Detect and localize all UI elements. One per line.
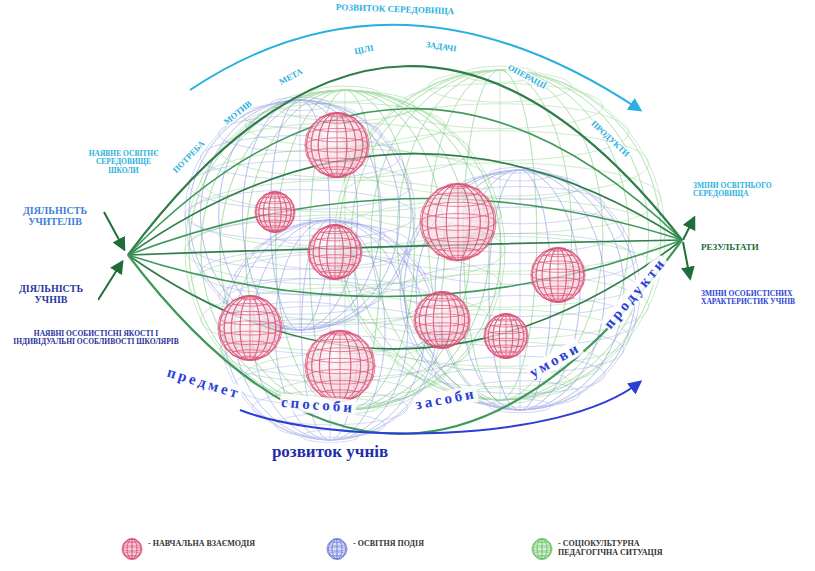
arc-label: засоби [413,385,479,413]
development-arrow [240,382,640,434]
spindle-arc [128,154,682,255]
spindle-arc [128,198,682,255]
legend-swatch [120,537,144,561]
arc-label: ЦІЛІ [352,43,375,57]
arc-label: ПРОДУКТИ [588,118,631,159]
wire-sphere [305,330,375,401]
side-label: ЗМІНИ ОСОБИСТІСНИХ ХАРАКТЕРИСТИК УЧНІВ [700,290,812,307]
spindle-arc [128,109,682,255]
spindle-arc [128,240,682,349]
spindle-arc [128,66,682,255]
wire-sphere [531,247,585,302]
wire-sphere [420,183,496,260]
wire-sphere [255,192,295,233]
spindle-arc [128,240,682,434]
legend-item: - ОСВІТНЯ ПОДІЯ [325,536,475,562]
interaction-spheres [218,112,585,401]
arc-label: ОПЕРАЦІЇ [505,62,548,91]
spindle-arc [128,240,682,255]
arc-label: МОТИВ [221,99,254,128]
side-label: НАЯВНЕ ОСВІТНЄ СЕРЕДОВИЩЕ ШКОЛИ [80,150,167,175]
wire-sphere [185,97,415,332]
arc-label: умови [526,338,585,381]
arc-label: способи [280,393,357,416]
wire-sphere [484,314,528,359]
wire-sphere [218,295,282,360]
spindle-arcs [128,66,682,434]
side-label: ДІЯЛЬНІСТЬ УЧНІВ [4,283,98,305]
arc-label: МЕТА [277,66,305,87]
legend-item: - СОЦІОКУЛЬТУРНА ПЕДАГОГІЧНА СИТУАЦІЯ [530,536,700,562]
arc-label: ЗАДАЧІ [424,40,458,54]
side-label: ЗМІНИ ОСВІТНЬОГО СЕРЕДОВИЩА [692,182,812,199]
arc-label: предмет [165,363,245,402]
legend-swatch [325,537,349,561]
wire-sphere [305,112,369,177]
legend-text: - СОЦІОКУЛЬТУРНА ПЕДАГОГІЧНА СИТУАЦІЯ [558,539,688,557]
legend-text: - НАВЧАЛЬНА ВЗАЄМОДІЯ [148,539,258,548]
input-arrows [98,212,694,300]
legend-swatch [530,537,554,561]
spindle-arc [128,240,682,297]
arc-label: продукти [600,253,670,332]
legend-text: - ОСВІТНЯ ПОДІЯ [353,539,463,548]
word-guide [138,45,672,215]
heading-label: розвиток учнів [271,443,389,462]
wire-sphere [308,224,362,279]
wire-sphere [414,291,470,348]
side-label: НАЯВНІ ОСОБИСТІСНІ ЯКОСТІ І ІНДИВІДУАЛЬН… [10,330,182,347]
legend-item: - НАВЧАЛЬНА ВЗАЄМОДІЯ [120,536,270,562]
word-guide [150,245,668,406]
environment-arrow [190,25,640,110]
arc-label: ПОТРЕБА [171,138,208,176]
side-label: ДІЯЛЬНІСТЬ УЧИТЕЛІВ [8,205,102,227]
wire-sphere [335,66,665,404]
side-label: РЕЗУЛЬТАТИ [700,243,802,253]
heading-label: РОЗВИТОК СЕРЕДОВИЩА [335,3,456,17]
